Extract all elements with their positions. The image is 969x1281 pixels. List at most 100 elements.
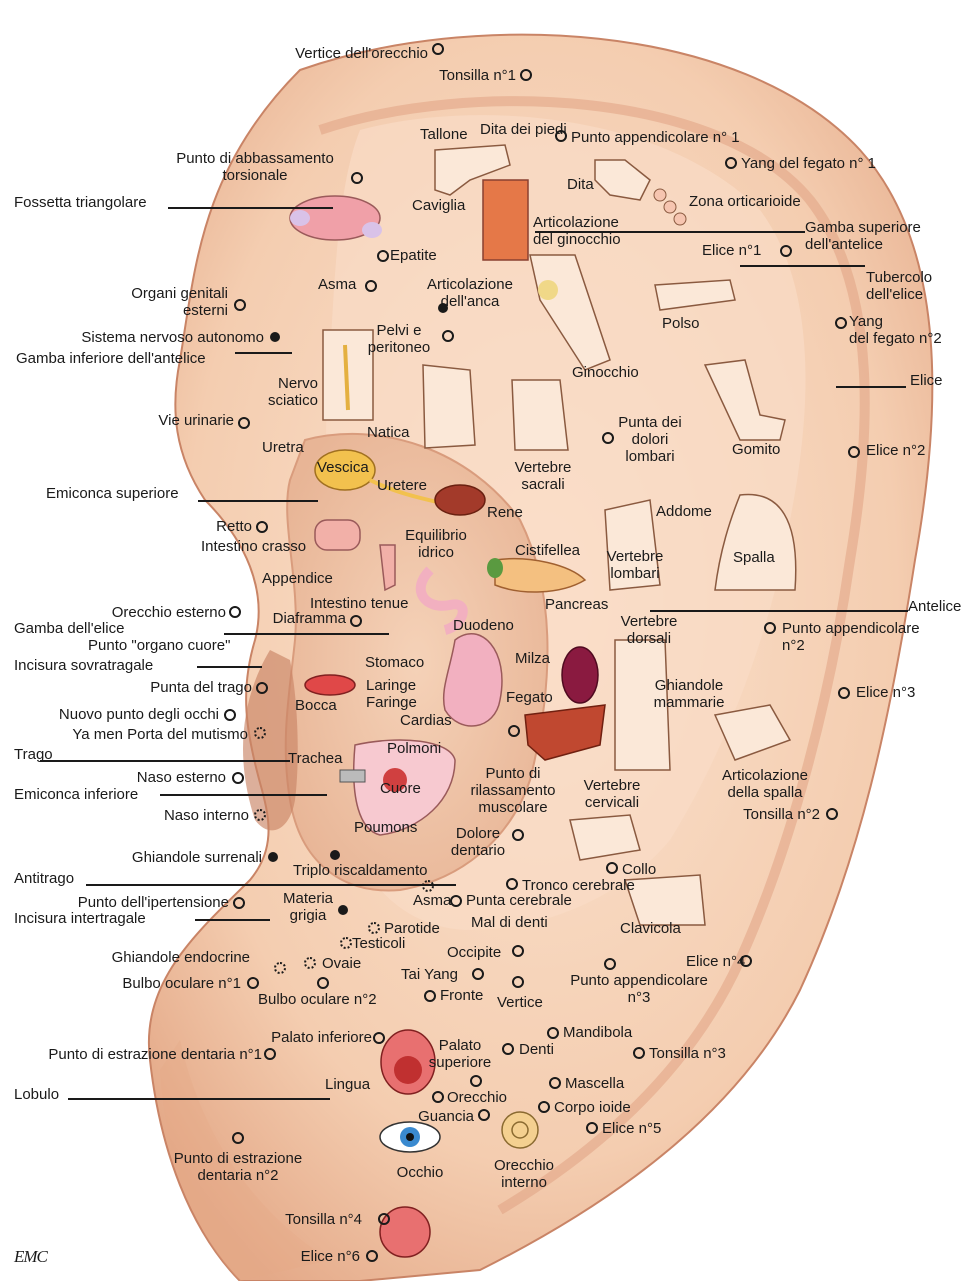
point-marker-dotted [422, 880, 434, 892]
label-yang-2: Yang del fegato n°2 [849, 313, 942, 347]
label-organo-cuore: Punto "organo cuore" [88, 637, 230, 654]
label-tubercolo: Tubercolo dell'elice [866, 269, 932, 303]
label-fegato: Fegato [506, 689, 553, 706]
label-elice-6: Elice n°6 [301, 1248, 360, 1265]
point-marker [256, 682, 268, 694]
point-marker [848, 446, 860, 458]
label-polmoni: Polmoni [387, 740, 441, 757]
label-lobulo: Lobulo [14, 1086, 59, 1103]
label-mal-denti: Mal di denti [471, 914, 548, 931]
point-marker [549, 1077, 561, 1089]
label-addome: Addome [656, 503, 712, 520]
label-abbassamento: Punto di abbassamento torsionale [176, 150, 334, 184]
label-caviglia: Caviglia [412, 197, 465, 214]
label-rene: Rene [487, 504, 523, 521]
label-vertice: Vertice [497, 994, 543, 1011]
label-stomaco: Stomaco [365, 654, 424, 671]
label-nervo-sciatico: Nervo sciatico [268, 375, 318, 409]
kidney-drawing [435, 485, 485, 515]
label-testicoli: Testicoli [352, 935, 405, 952]
sciatic-drawing [323, 330, 373, 420]
label-fossetta: Fossetta triangolare [14, 194, 147, 211]
point-marker-dotted [274, 962, 286, 974]
point-marker [512, 945, 524, 957]
point-marker-dotted [340, 937, 352, 949]
label-cuore: Cuore [380, 780, 421, 797]
label-pelvi: Pelvi e peritoneo [368, 322, 431, 356]
label-occipite: Occipite [447, 944, 501, 961]
label-vertebre-lombari: Vertebre lombari [607, 548, 664, 582]
label-asma-2: Asma [413, 892, 451, 909]
label-denti: Denti [519, 1041, 554, 1058]
point-marker [450, 895, 462, 907]
point-marker [470, 1075, 482, 1087]
label-triplo: Triplo riscaldamento [293, 862, 428, 879]
point-marker [725, 157, 737, 169]
leader-line [40, 760, 290, 762]
label-intestino-crasso: Intestino crasso [201, 538, 306, 555]
label-tai-yang: Tai Yang [401, 966, 458, 983]
label-pancreas: Pancreas [545, 596, 608, 613]
label-bulbo-1: Bulbo oculare n°1 [122, 975, 241, 992]
point-marker [478, 1109, 490, 1121]
label-naso-interno: Naso interno [164, 807, 249, 824]
label-retto: Retto [216, 518, 252, 535]
point-marker [780, 245, 792, 257]
label-punto-rilass: Punto di rilassamento muscolare [470, 765, 555, 816]
label-org-genitali: Organi genitali esterni [131, 285, 228, 319]
label-gomito: Gomito [732, 441, 780, 458]
label-uretere: Uretere [377, 477, 427, 494]
label-elice: Elice [910, 372, 943, 389]
label-vertebre-dorsali: Vertebre dorsali [621, 613, 678, 647]
inner-ear-drawing [502, 1112, 538, 1148]
label-equilibrio: Equilibrio idrico [405, 527, 467, 561]
point-marker [538, 1101, 550, 1113]
point-marker-dotted [304, 957, 316, 969]
label-vertebre-sacrali: Vertebre sacrali [515, 459, 572, 493]
label-appendice: Appendice [262, 570, 333, 587]
point-marker [604, 958, 616, 970]
label-asma: Asma [318, 276, 356, 293]
label-duodeno: Duodeno [453, 617, 514, 634]
uterus-drawing [290, 196, 382, 240]
buttock-drawing [423, 365, 475, 448]
label-lingua: Lingua [325, 1076, 370, 1093]
point-marker [264, 1048, 276, 1060]
point-marker [508, 725, 520, 737]
label-materia-grigia: Materia grigia [283, 890, 333, 924]
point-marker [373, 1032, 385, 1044]
point-marker [764, 622, 776, 634]
label-trachea: Trachea [288, 750, 342, 767]
label-tonsilla-2: Tonsilla n°2 [743, 806, 820, 823]
point-marker [232, 772, 244, 784]
point-marker-dotted [254, 727, 266, 739]
label-dita: Dita [567, 176, 594, 193]
label-tonsilla-4: Tonsilla n°4 [285, 1211, 362, 1228]
point-marker [586, 1122, 598, 1134]
point-marker [502, 1043, 514, 1055]
point-marker [365, 280, 377, 292]
leader-line [197, 666, 262, 668]
label-milza: Milza [515, 650, 550, 667]
label-yang-1: Yang del fegato n° 1 [741, 155, 876, 172]
label-vie-urinarie: Vie urinarie [158, 412, 234, 429]
point-marker [224, 709, 236, 721]
label-guancia: Guancia [418, 1108, 474, 1125]
label-estrazione-1: Punto di estrazione dentaria n°1 [48, 1046, 262, 1063]
leader-line [650, 610, 908, 612]
label-ghiandole-mammarie: Ghiandole mammarie [654, 677, 725, 711]
leader-line [195, 919, 270, 921]
point-marker [506, 878, 518, 890]
label-spalla: Spalla [733, 549, 775, 566]
label-cistifellea: Cistifellea [515, 542, 580, 559]
label-punto-app-3: Punto appendicolare n°3 [570, 972, 708, 1006]
label-zona-ort: Zona orticarioide [689, 193, 801, 210]
eye-drawing [380, 1122, 440, 1152]
point-marker [350, 615, 362, 627]
label-orecchio-interno: Orecchio interno [494, 1157, 554, 1191]
knee-drawing [483, 180, 528, 260]
point-marker [432, 43, 444, 55]
label-art-ginocchio: Articolazione del ginocchio [533, 214, 621, 248]
point-marker [606, 862, 618, 874]
spleen-drawing [562, 647, 598, 703]
